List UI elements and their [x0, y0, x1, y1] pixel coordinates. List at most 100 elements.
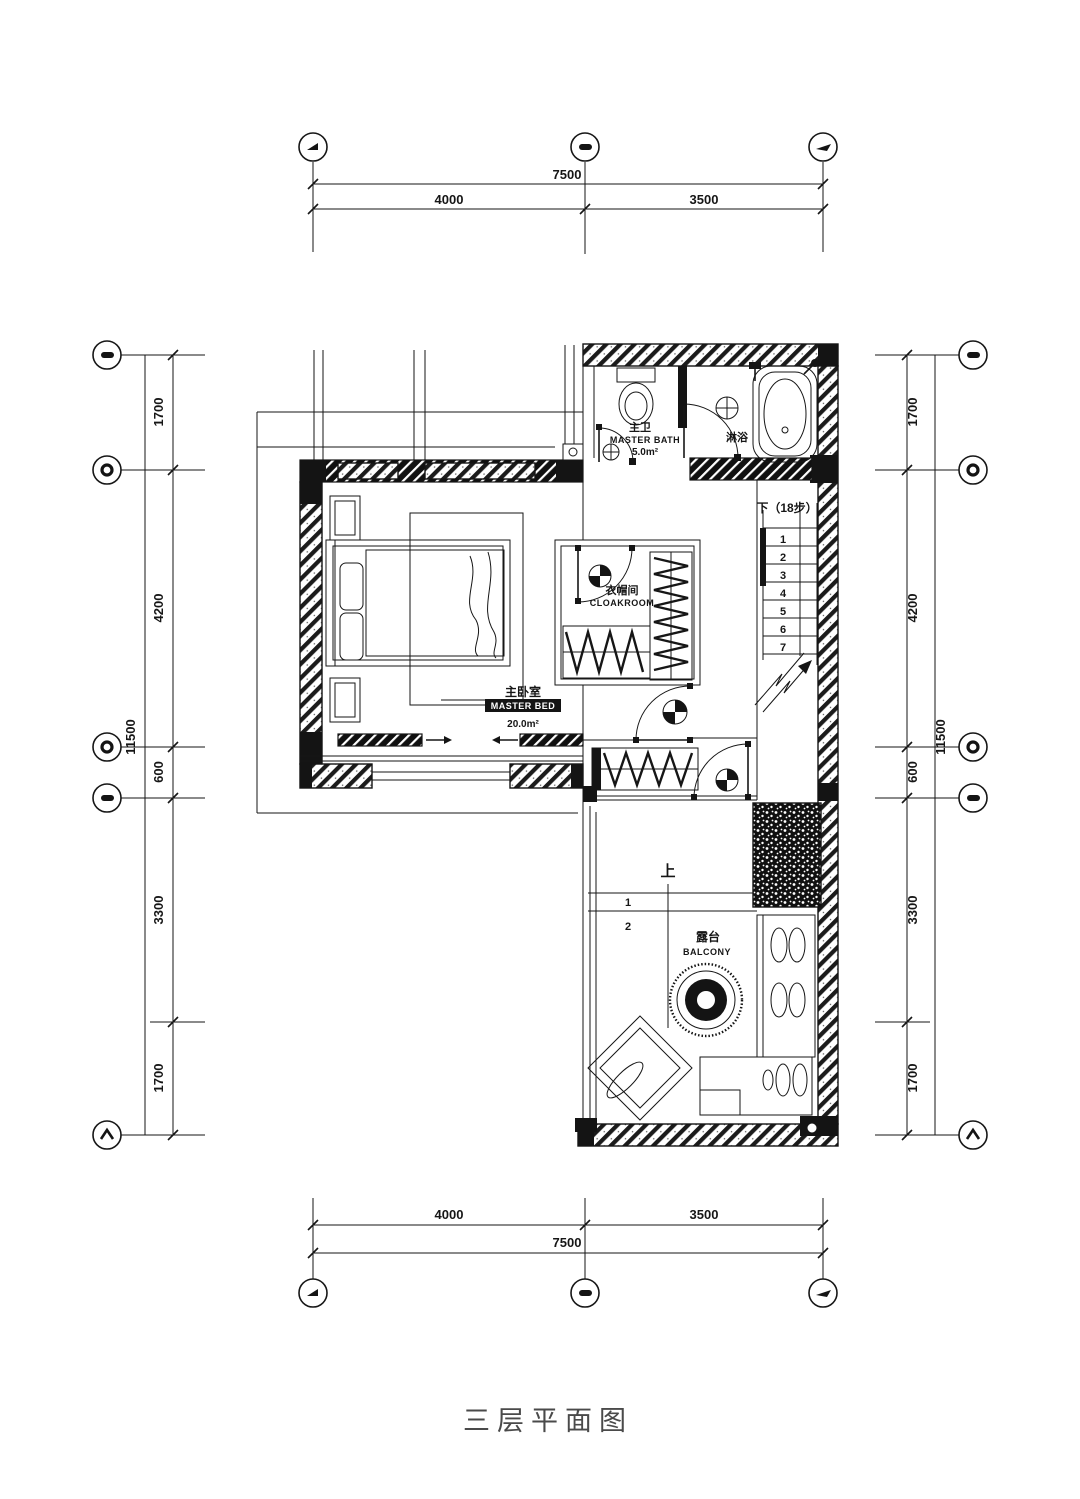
- master-bath-label-en: MASTER BATH: [610, 435, 680, 445]
- nightstand: [329, 677, 361, 723]
- dim-bottom-total: 7500: [553, 1235, 582, 1250]
- bedroom-bottom-wall-right: [509, 763, 584, 789]
- dim-left-4200: 4200: [151, 594, 166, 623]
- ring-mark-icon: [966, 463, 980, 477]
- bedroom-label-cn: 主卧室: [505, 684, 541, 699]
- bathtub: [752, 359, 819, 463]
- stair-break-arrow: [754, 652, 812, 713]
- stairs-label: 下（18步）: [756, 500, 817, 515]
- bedroom-door: [633, 683, 693, 743]
- master-bath-room: 主卫 MASTER BATH 5.0m² 淋浴: [596, 359, 819, 465]
- flag-mark-icon: [307, 143, 318, 150]
- ceiling-outline: [409, 512, 524, 706]
- grid-bubble: [92, 340, 122, 370]
- cloakroom-label-en: CLOAKROOM: [590, 598, 655, 608]
- bar-mark-icon: [101, 795, 114, 801]
- grid-bubble: [298, 132, 328, 162]
- bath-door: [681, 400, 741, 461]
- dim-right-3300: 3300: [905, 896, 920, 925]
- chevron-mark-icon: [965, 1127, 981, 1140]
- dim-left-600: 600: [151, 761, 166, 783]
- shower-head-icon: [749, 362, 761, 381]
- dimension-chain-left: 1700 4200 600 3300 1700 11500: [92, 340, 205, 1150]
- sliding-door-symbol: [337, 733, 584, 747]
- balcony-bottom-wall: [577, 1123, 839, 1147]
- wardrobe-bottom: [562, 625, 651, 679]
- bar-mark-icon: [579, 1290, 592, 1296]
- grid-bubble: [808, 132, 838, 162]
- dim-right-1700b: 1700: [905, 1064, 920, 1093]
- dim-top-right: 3500: [690, 192, 719, 207]
- lounge-chair: [587, 1015, 693, 1121]
- toilet-door: [596, 424, 636, 465]
- balcony-step-number: 2: [625, 921, 631, 933]
- dim-bottom-left: 4000: [435, 1207, 464, 1222]
- ring-mark-icon: [100, 463, 114, 477]
- stair-step-number: 4: [780, 588, 787, 600]
- grid-bubble: [958, 455, 988, 485]
- flag-mark-icon: [307, 1289, 318, 1296]
- ring-mark-icon: [100, 740, 114, 754]
- balcony-up-label: 上: [660, 863, 675, 880]
- dim-right-1700a: 1700: [905, 398, 920, 427]
- toilet: [616, 367, 656, 426]
- dim-right-4200: 4200: [905, 594, 920, 623]
- floor-drain-icon: [715, 396, 739, 420]
- grid-bubble: [958, 1120, 988, 1150]
- stair-step-number: 6: [780, 624, 786, 636]
- master-bath-label-cn: 主卫: [629, 420, 651, 434]
- cloakroom-label-cn: 衣帽间: [606, 583, 639, 597]
- level-point-icon: [715, 768, 739, 792]
- wardrobe-right: [649, 551, 693, 681]
- bench: [699, 914, 816, 1116]
- dimension-chain-top: 7500 4000 3500: [298, 132, 838, 254]
- bedroom-area: 20.0m²: [507, 719, 539, 730]
- grid-bubble: [298, 1278, 328, 1308]
- balcony-room: 上 1 2 露台 BALCONY: [587, 802, 822, 1121]
- cloakroom-room: 衣帽间 CLOAKROOM: [554, 539, 701, 686]
- balcony-step-number: 1: [625, 897, 631, 909]
- dim-top-total: 7500: [553, 167, 582, 182]
- grid-bubble: [808, 1278, 838, 1308]
- stair-step-number: 2: [780, 552, 786, 564]
- master-bath-area: 5.0m²: [632, 447, 659, 458]
- drawing-title: 三层平面图: [463, 1406, 633, 1436]
- dim-top-left: 4000: [435, 192, 464, 207]
- stair-step-number: 7: [780, 642, 786, 654]
- ring-mark-icon: [966, 740, 980, 754]
- bedroom-left-wall: [299, 481, 323, 765]
- balcony-label-en: BALCONY: [683, 947, 731, 957]
- dim-right-total: 11500: [933, 719, 948, 754]
- arrow-mark-icon: [816, 1290, 831, 1297]
- grid-bubble: [958, 732, 988, 762]
- bar-mark-icon: [101, 352, 114, 358]
- bath-hall-wall: [689, 457, 813, 481]
- bar-mark-icon: [579, 144, 592, 150]
- nightstand: [329, 495, 361, 541]
- dim-left-3300: 3300: [151, 896, 166, 925]
- balcony-label-cn: 露台: [696, 929, 720, 944]
- corridor: [591, 683, 751, 800]
- dim-right-600: 600: [905, 761, 920, 783]
- cloakroom-door: [575, 545, 635, 604]
- chevron-mark-icon: [99, 1127, 115, 1140]
- bedroom-label-en: MASTER BED: [491, 701, 556, 711]
- planter: [752, 802, 822, 908]
- dimension-chain-right: 1700 4200 600 3300 1700 11500: [875, 340, 988, 1150]
- dimension-chain-bottom: 4000 3500 7500: [298, 1198, 838, 1308]
- level-point-icon: [588, 564, 612, 588]
- grid-bubble: [92, 1120, 122, 1150]
- dim-left-1700b: 1700: [151, 1064, 166, 1093]
- dim-left-total: 11500: [123, 719, 138, 754]
- grid-bubble: [570, 1278, 600, 1308]
- projection-lines: [256, 345, 583, 814]
- fire-table: [668, 962, 744, 1038]
- stairs: 下（18步） 1 2 3 4 5 6 7: [754, 500, 818, 713]
- shower-label: 淋浴: [726, 430, 749, 444]
- stair-step-number: 5: [780, 606, 786, 618]
- grid-bubble: [958, 783, 988, 813]
- level-point-icon: [662, 699, 688, 725]
- corridor-wardrobe: [591, 747, 699, 791]
